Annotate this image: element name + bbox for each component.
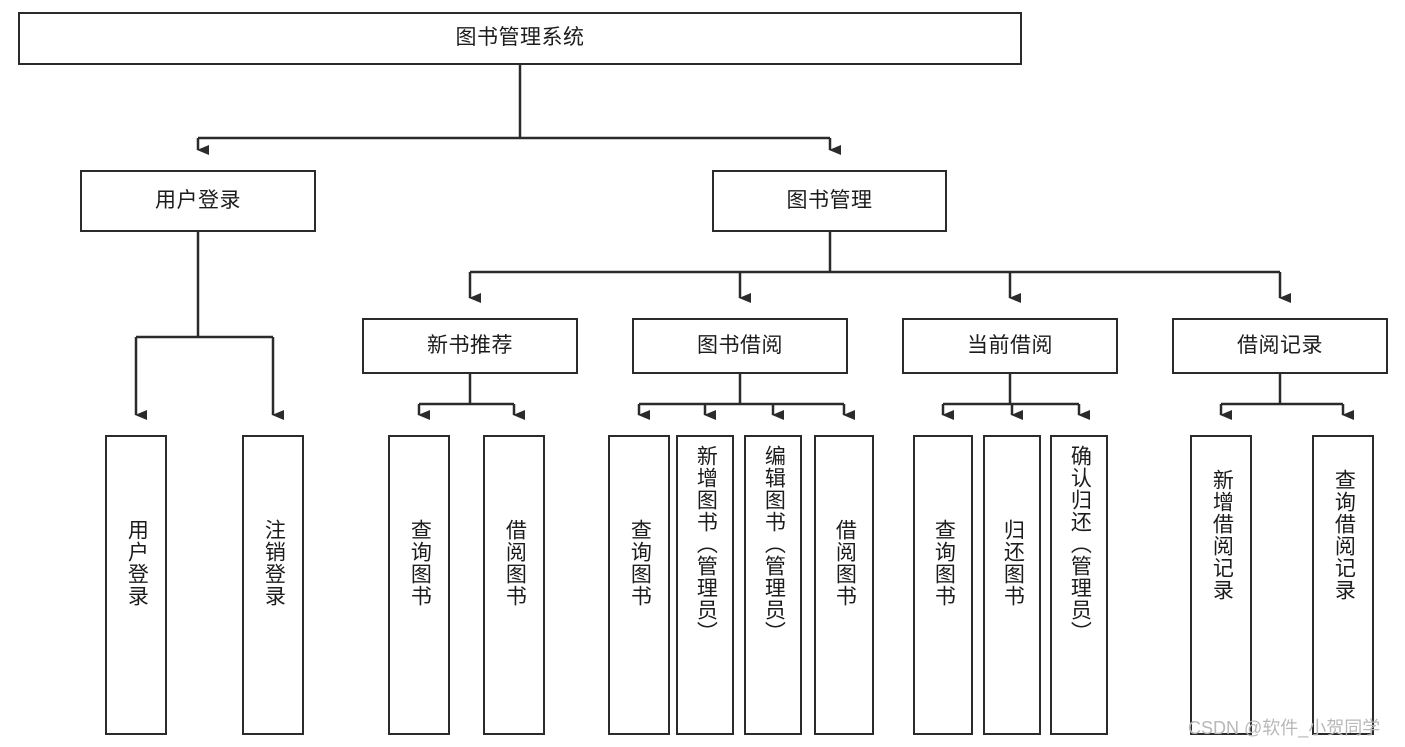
node-user-login-label: 用户登录 xyxy=(155,188,241,212)
node-borrow-record[interactable]: 借阅记录 xyxy=(1172,318,1388,374)
node-leaf-borrow-book-rec-label: 借阅图书 xyxy=(503,519,527,607)
node-root[interactable]: 图书管理系统 xyxy=(18,12,1022,65)
node-leaf-confirm-return-label: 确认归还（管理员） xyxy=(1068,445,1092,643)
node-leaf-user-login-label: 用户登录 xyxy=(125,519,149,607)
node-leaf-add-borrow-record-label: 新增借阅记录 xyxy=(1210,469,1234,601)
node-book-manage-label: 图书管理 xyxy=(786,188,873,212)
node-root-label: 图书管理系统 xyxy=(455,26,585,50)
node-leaf-confirm-return[interactable]: 确认归还（管理员） xyxy=(1050,435,1108,735)
node-book-borrow[interactable]: 图书借阅 xyxy=(632,318,848,374)
node-current-borrow[interactable]: 当前借阅 xyxy=(902,318,1118,374)
node-leaf-query-book-bor-label: 查询图书 xyxy=(628,519,652,607)
node-leaf-add-borrow-record[interactable]: 新增借阅记录 xyxy=(1190,435,1252,735)
node-leaf-return-book-label: 归还图书 xyxy=(1001,519,1025,607)
node-leaf-query-borrow-record-label: 查询借阅记录 xyxy=(1332,469,1356,601)
node-leaf-return-book[interactable]: 归还图书 xyxy=(983,435,1041,735)
node-book-borrow-label: 图书借阅 xyxy=(697,333,783,357)
node-leaf-query-book-rec[interactable]: 查询图书 xyxy=(388,435,450,735)
node-leaf-query-book-cur-label: 查询图书 xyxy=(932,519,956,607)
node-leaf-query-book-bor[interactable]: 查询图书 xyxy=(608,435,670,735)
node-book-manage[interactable]: 图书管理 xyxy=(712,170,947,232)
node-leaf-borrow-book-bor[interactable]: 借阅图书 xyxy=(814,435,874,735)
node-leaf-edit-book-admin-label: 编辑图书（管理员） xyxy=(762,445,786,643)
node-user-login[interactable]: 用户登录 xyxy=(80,170,316,232)
node-leaf-user-login[interactable]: 用户登录 xyxy=(105,435,167,735)
node-leaf-borrow-book-rec[interactable]: 借阅图书 xyxy=(483,435,545,735)
watermark-text: CSDN @软件_小贺同学 xyxy=(1188,718,1381,738)
node-leaf-query-book-cur[interactable]: 查询图书 xyxy=(913,435,973,735)
node-leaf-add-book-admin[interactable]: 新增图书（管理员） xyxy=(676,435,734,735)
node-leaf-add-book-admin-label: 新增图书（管理员） xyxy=(694,445,718,643)
node-new-book-rec[interactable]: 新书推荐 xyxy=(362,318,578,374)
node-leaf-query-borrow-record[interactable]: 查询借阅记录 xyxy=(1312,435,1374,735)
node-new-book-rec-label: 新书推荐 xyxy=(427,333,513,357)
node-leaf-user-logout-label: 注销登录 xyxy=(262,519,286,607)
node-current-borrow-label: 当前借阅 xyxy=(967,333,1053,357)
node-leaf-borrow-book-bor-label: 借阅图书 xyxy=(833,519,857,607)
node-leaf-query-book-rec-label: 查询图书 xyxy=(408,519,432,607)
node-leaf-edit-book-admin[interactable]: 编辑图书（管理员） xyxy=(744,435,802,735)
node-leaf-user-logout[interactable]: 注销登录 xyxy=(242,435,304,735)
node-borrow-record-label: 借阅记录 xyxy=(1237,333,1323,357)
